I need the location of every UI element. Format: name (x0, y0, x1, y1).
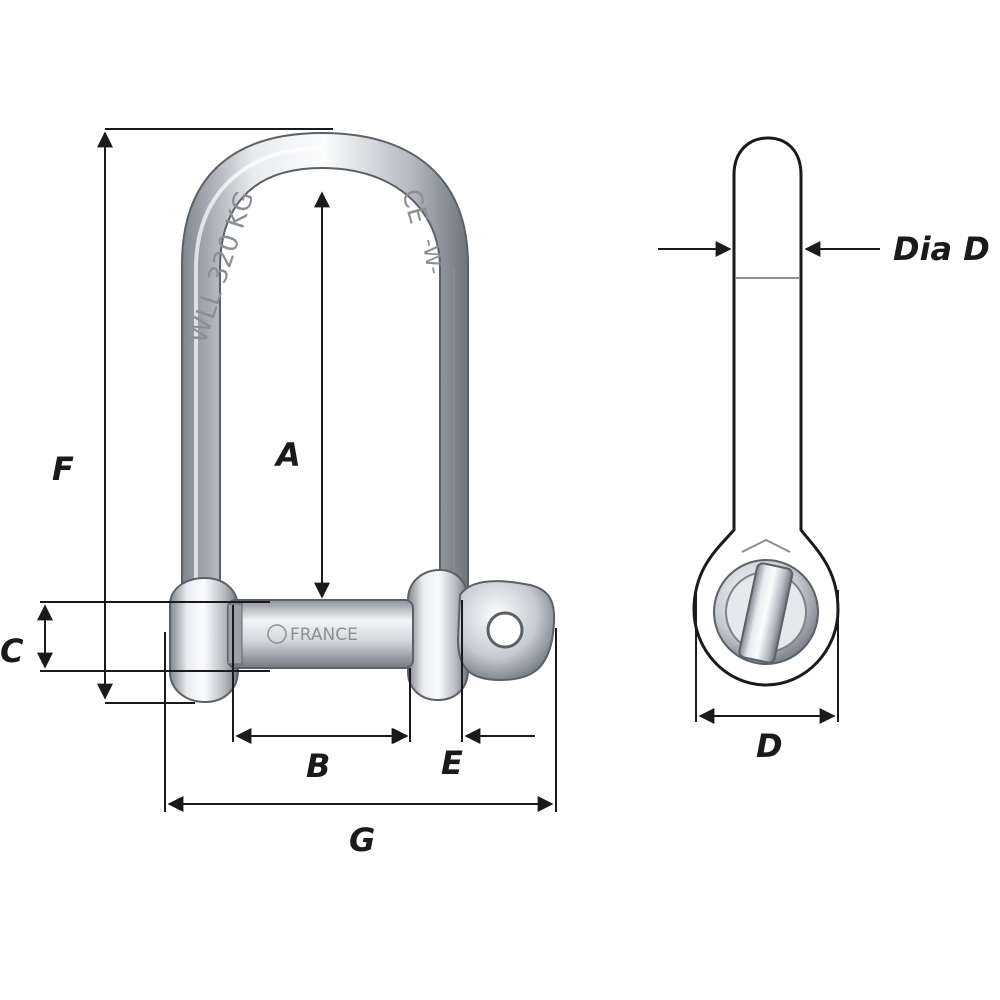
label-dia-d: Dia D (893, 230, 990, 268)
label-c: C (0, 632, 24, 670)
side-bar (692, 136, 840, 687)
side-dimension-lines (658, 241, 880, 724)
pin-engraving: FRANCE (290, 625, 358, 645)
shackle-side-view (692, 136, 840, 687)
label-f: F (52, 450, 74, 488)
label-e: E (441, 744, 463, 782)
shackle-front-view: WLL 320 KG CE -W- FRANCE (169, 131, 556, 704)
label-a: A (273, 436, 301, 474)
dimension-lines (37, 128, 557, 812)
label-b: B (306, 747, 330, 785)
label-g: G (349, 821, 375, 859)
mark-engraving: -W- (416, 237, 447, 277)
label-d: D (756, 727, 783, 765)
side-pin-slot (738, 562, 794, 664)
pin-head-hole (486, 611, 524, 649)
shackle-bow (181, 131, 469, 601)
